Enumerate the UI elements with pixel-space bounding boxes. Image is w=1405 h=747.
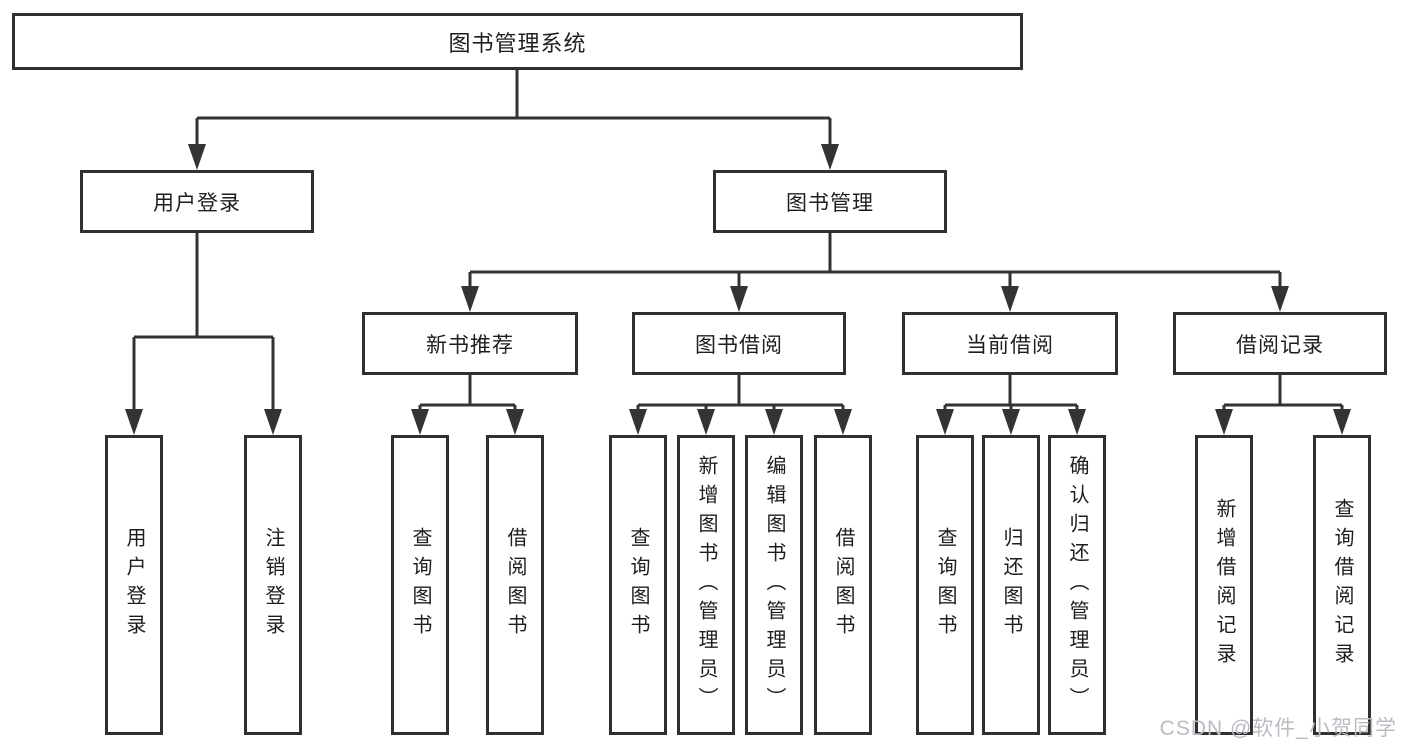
node-label: 借阅记录 [1236,333,1324,357]
leaf-label: 确认归还（管理员） [1066,454,1088,716]
leaf-label: 注销登录 [262,527,284,643]
leaf-label: 借阅图书 [832,527,854,643]
leaf-record-add-borrow-record: 新增借阅记录 [1195,435,1253,735]
leaf-newbook-query-books: 查询图书 [391,435,449,735]
csdn-watermark: CSDN @软件_小贺同学 [1159,717,1397,740]
node-label: 图书管理系统 [448,30,587,56]
connector-current-to-leaves [943,375,1079,411]
leaf-label: 归还图书 [1000,527,1022,643]
connector-login-to-leaves [132,233,275,411]
node-label: 当前借阅 [966,333,1054,357]
node-book-management: 图书管理 [713,170,947,233]
connector-borrow-to-leaves [636,375,845,411]
connector-record-to-leaves [1222,375,1344,411]
leaf-label: 新增图书（管理员） [695,454,717,716]
node-book-borrow: 图书借阅 [632,312,846,375]
node-new-book-recommend: 新书推荐 [362,312,578,375]
leaf-record-query-borrow-record: 查询借阅记录 [1313,435,1371,735]
node-label: 图书管理 [786,191,874,215]
leaf-label: 新增借阅记录 [1213,498,1235,672]
leaf-current-return-books: 归还图书 [982,435,1040,735]
leaf-label: 查询图书 [409,527,431,643]
leaf-label: 用户登录 [123,527,145,643]
leaf-current-query-books: 查询图书 [916,435,974,735]
leaf-current-confirm-return-admin: 确认归还（管理员） [1048,435,1106,735]
node-user-login: 用户登录 [80,170,314,233]
arrowheads [125,144,1351,435]
leaf-borrow-query-books: 查询图书 [609,435,667,735]
leaf-borrow-borrow-books: 借阅图书 [814,435,872,735]
node-borrow-record: 借阅记录 [1173,312,1387,375]
node-label: 新书推荐 [426,333,514,357]
connector-management-to-level3 [468,233,1282,288]
leaf-label: 借阅图书 [504,527,526,643]
leaf-user-login: 用户登录 [105,435,163,735]
node-label: 用户登录 [153,191,241,215]
leaf-borrow-add-books-admin: 新增图书（管理员） [677,435,735,735]
leaf-label: 查询图书 [934,527,956,643]
node-current-borrow: 当前借阅 [902,312,1118,375]
leaf-label: 查询图书 [627,527,649,643]
leaf-borrow-edit-books-admin: 编辑图书（管理员） [745,435,803,735]
node-library-management-system: 图书管理系统 [12,13,1023,70]
node-label: 图书借阅 [695,333,783,357]
leaf-label: 编辑图书（管理员） [763,454,785,716]
connector-root-to-level2 [195,70,832,146]
leaf-label: 查询借阅记录 [1331,498,1353,672]
leaf-newbook-borrow-books: 借阅图书 [486,435,544,735]
connector-newbook-to-leaves [418,375,517,411]
leaf-logout: 注销登录 [244,435,302,735]
